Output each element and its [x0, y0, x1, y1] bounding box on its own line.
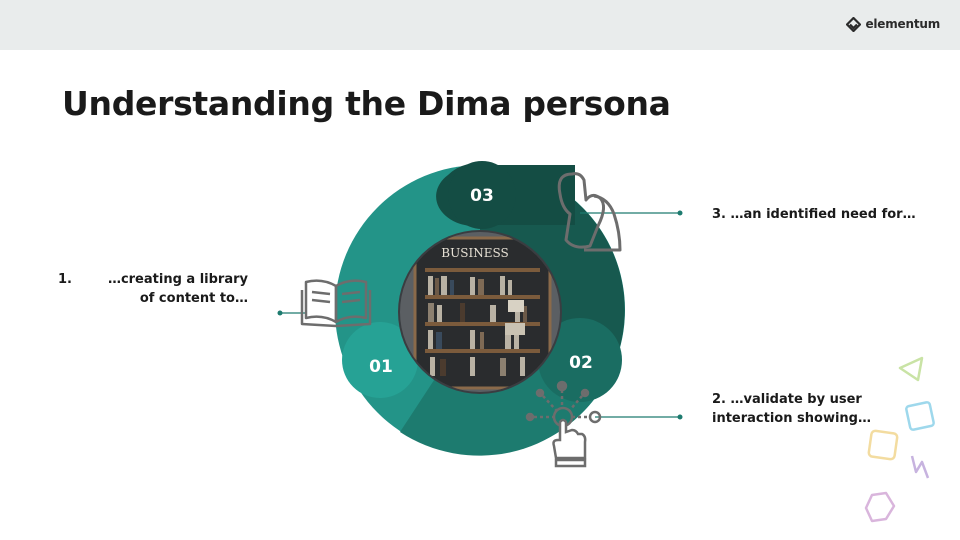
square-shape-blue: [905, 401, 935, 431]
connector-dot-2: [677, 414, 683, 420]
bookshelf-image: BUSINESS: [398, 230, 562, 394]
segment-03-bubble: [448, 161, 516, 229]
point-3-text: 3. …an identified need for…: [712, 207, 916, 222]
segment-02-number: 02: [569, 353, 593, 373]
connector-dot-1: [277, 310, 283, 316]
bookshelf-sign-text: BUSINESS: [441, 246, 508, 260]
square-shape-yellow: [867, 429, 899, 461]
tap-network-icon: [525, 380, 602, 468]
point-1-number: 1.: [58, 272, 72, 287]
elementum-logo-icon: [846, 16, 862, 32]
triangle-shape: [898, 356, 924, 382]
segment-01-number: 01: [369, 357, 393, 377]
thinking-person-icon: [557, 172, 622, 252]
hexagon-shape: [864, 491, 896, 523]
segment-03-number: 03: [470, 186, 494, 206]
segment-02-bubble: [538, 318, 622, 402]
slide-title: Understanding the Dima persona: [62, 84, 671, 123]
point-1-text: …creating a library of content to…: [107, 272, 248, 306]
segment-01-bubble: [342, 322, 418, 398]
open-book-icon: [300, 279, 372, 328]
bolt-shape: [910, 455, 930, 479]
decorative-shapes: [864, 356, 935, 523]
connector-dot-3: [677, 210, 683, 216]
brand-logo: elementum: [846, 14, 940, 34]
header-bar: elementum: [0, 0, 960, 50]
point-2-text: 2. …validate by user interaction showing…: [712, 392, 871, 426]
logo-text: elementum: [865, 17, 940, 31]
